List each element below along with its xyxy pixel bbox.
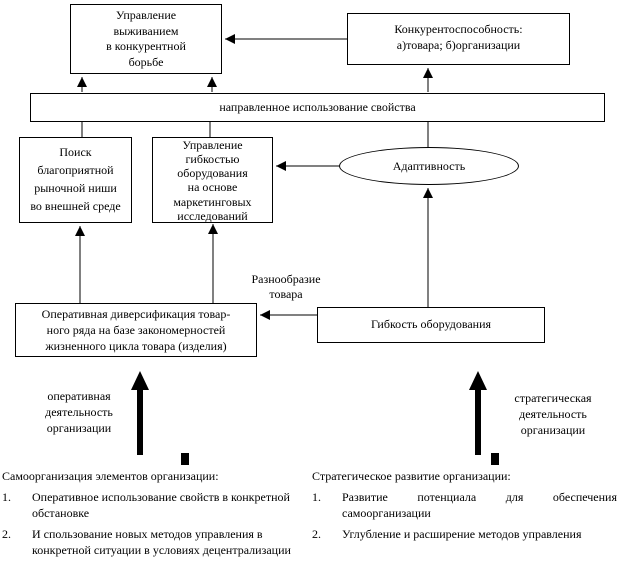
thick-arrow-operational: [131, 371, 149, 455]
list-item: 1. Развитие потенциала для обеспечения с…: [312, 489, 617, 522]
box-diversification: Оперативная диверсификация товар- ного р…: [15, 303, 257, 357]
box-directed-use: направленное использование свойства: [30, 93, 605, 122]
label-product-variety: Разнообразие товара: [251, 272, 321, 301]
list-number: 1.: [2, 489, 11, 504]
self-organization-heading: Самоорганизация элементов организации:: [2, 469, 219, 483]
box-flexibility-management: Управление гибкостью оборудования на осн…: [152, 137, 273, 223]
list-number: 2.: [312, 526, 321, 541]
list-text: Углубление и расширение методов управлен…: [342, 526, 582, 541]
text-block-strategic-development: Стратегическое развитие организации: 1. …: [312, 468, 617, 542]
box-survival-management: Управление выживанием в конкурентной бор…: [70, 4, 222, 74]
list-number: 2.: [2, 526, 11, 541]
label-strategic-activity: стратегическая деятельность организации: [514, 391, 592, 438]
list-item: 2. Углубление и расширение методов управ…: [312, 526, 617, 543]
tick-mark-right: [491, 453, 499, 465]
strategic-development-heading: Стратегическое развитие организации:: [312, 469, 511, 483]
list-text: И спользование новых методов управления …: [32, 526, 291, 558]
box-equipment-flexibility: Гибкость оборудования: [317, 307, 545, 343]
label-operational-activity: оперативная деятельность организации: [45, 389, 113, 436]
tick-mark-left: [181, 453, 189, 465]
list-item: 2. И спользование новых методов управлен…: [2, 526, 304, 559]
list-number: 1.: [312, 489, 321, 504]
thick-arrow-strategic: [469, 371, 487, 455]
box-competitiveness: Конкурентоспособность: а)товара; б)орган…: [347, 13, 570, 65]
text-block-self-organization: Самоорганизация элементов организации: 1…: [2, 468, 304, 559]
ellipse-adaptivity: Адаптивность: [339, 147, 519, 185]
list-text: Оперативное использование свойств в конк…: [32, 489, 290, 521]
list-item: 1. Оперативное использование свойств в к…: [2, 489, 304, 522]
box-niche-search: Поиск благоприятной рыночной ниши во вне…: [19, 137, 132, 223]
list-text: Развитие потенциала для обеспечения само…: [342, 489, 617, 521]
